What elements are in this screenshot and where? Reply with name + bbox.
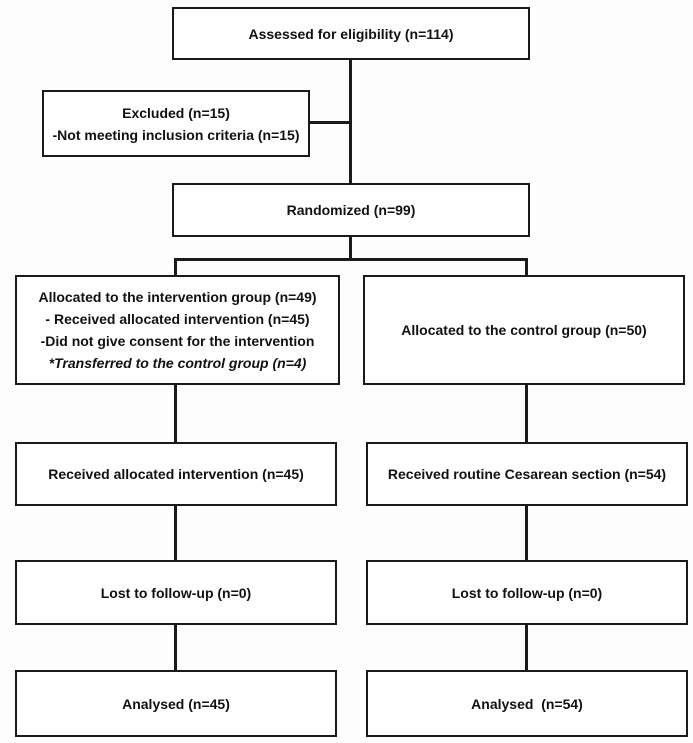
box-allocated-intervention: Allocated to the intervention group (n=4…	[15, 275, 340, 385]
connector-drop-control	[525, 258, 528, 277]
lost-followup-control-label: Lost to follow-up (n=0)	[451, 584, 603, 601]
randomized-label: Randomized (n=99)	[286, 202, 416, 218]
box-received-intervention: Received allocated intervention (n=45)	[15, 442, 337, 506]
allocated-intervention-no-consent: -Did not give consent for the interventi…	[40, 333, 315, 349]
connector-branch-horizontal	[174, 258, 528, 261]
box-lost-followup-intervention: Lost to follow-up (n=0)	[15, 560, 337, 625]
analysed-control-label: Analysed (n=54)	[471, 695, 583, 712]
connector-alloc-to-received-control	[525, 385, 528, 442]
box-allocated-control: Allocated to the control group (n=50)	[363, 275, 685, 385]
box-received-cesarean: Received routine Cesarean section (n=54)	[366, 442, 688, 506]
box-analysed-intervention: Analysed (n=45)	[15, 670, 337, 737]
allocated-intervention-transferred: *Transferred to the control group (n=4)	[48, 355, 307, 371]
received-cesarean-label: Received routine Cesarean section (n=54)	[387, 466, 667, 482]
connector-alloc-to-received-intervention	[174, 385, 177, 442]
box-analysed-control: Analysed (n=54)	[366, 670, 688, 737]
connector-received-to-lost-intervention	[174, 506, 177, 560]
box-excluded: Excluded (n=15) -Not meeting inclusion c…	[42, 90, 310, 157]
connector-randomized-to-branch	[349, 237, 352, 260]
box-assessed-eligibility: Assessed for eligibility (n=114)	[172, 7, 530, 60]
allocated-intervention-label: Allocated to the intervention group (n=4…	[38, 289, 317, 305]
connector-lost-to-analysed-control	[525, 625, 528, 670]
allocated-intervention-received: - Received allocated intervention (n=45)	[45, 311, 310, 327]
lost-followup-intervention-label: Lost to follow-up (n=0)	[100, 584, 252, 601]
connector-received-to-lost-control	[525, 506, 528, 560]
connector-excluded-branch	[310, 121, 351, 124]
box-randomized: Randomized (n=99)	[172, 183, 530, 237]
analysed-intervention-label: Analysed (n=45)	[122, 695, 230, 712]
excluded-reason: -Not meeting inclusion criteria (n=15)	[52, 126, 300, 143]
received-intervention-label: Received allocated intervention (n=45)	[48, 466, 304, 482]
assessed-label: Assessed for eligibility (n=114)	[248, 25, 454, 42]
allocated-control-label: Allocated to the control group (n=50)	[401, 322, 647, 338]
connector-lost-to-analysed-intervention	[174, 625, 177, 670]
box-lost-followup-control: Lost to follow-up (n=0)	[366, 560, 688, 625]
excluded-label: Excluded (n=15)	[122, 104, 230, 121]
connector-drop-intervention	[174, 258, 177, 277]
